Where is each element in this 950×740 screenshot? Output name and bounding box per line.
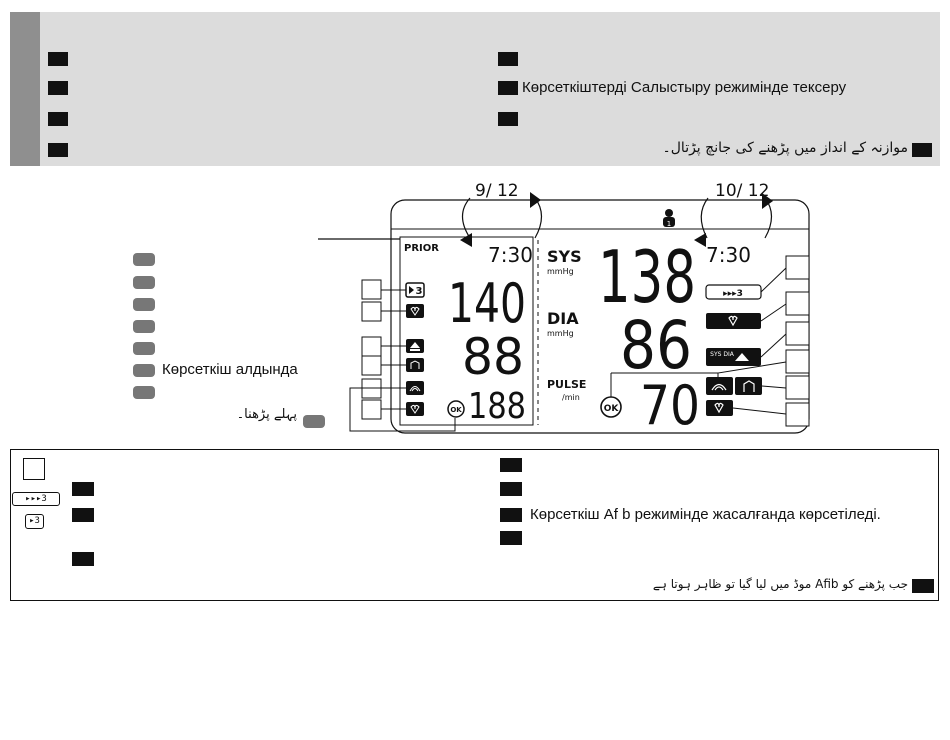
right-time: 7:30	[706, 243, 751, 267]
bottom-right-marker-2	[500, 482, 522, 496]
sys-unit: mmHg	[547, 267, 574, 276]
ok-label-right: OK	[604, 404, 620, 414]
callout-box-r5	[785, 375, 810, 400]
eject-icon-left	[406, 339, 424, 353]
left-pulse-value: 188	[468, 386, 526, 427]
callout-box-r2	[785, 291, 810, 316]
legend-pill-1	[133, 253, 155, 266]
right-pulse-value: 70	[640, 374, 700, 437]
left-date-arc-l	[461, 197, 471, 239]
callout-box-r1	[785, 255, 810, 280]
top-panel-strip	[10, 12, 40, 166]
callout-box-l1	[361, 279, 382, 300]
legend-urdu-note: پہلے پڑھنا۔	[236, 407, 297, 422]
top-right-marker-2	[498, 81, 518, 95]
bottom-left-marker-1	[72, 482, 94, 496]
top-right-marker-1	[498, 52, 518, 66]
callout-box-r3	[785, 321, 810, 346]
top-left-marker-4	[48, 143, 68, 157]
legend-pill-6	[133, 364, 155, 377]
legend-before-reading: Көрсеткіш алдында	[162, 361, 298, 378]
dia-label: DIA	[547, 309, 579, 328]
callout-box-l4	[361, 355, 382, 376]
eject-icon-right	[735, 353, 749, 361]
heart-irregular-icon-left	[406, 304, 424, 318]
svg-text:1: 1	[667, 220, 671, 228]
callout-box-l3	[361, 336, 382, 357]
right-date: 10/ 12	[715, 181, 769, 201]
sys-dia-chip-label: SYS DIA	[710, 351, 735, 358]
callout-box-l2	[361, 301, 382, 322]
bottom-right-marker-4	[500, 531, 522, 545]
legend-pill-4	[133, 320, 155, 333]
callout-box-r6	[785, 402, 810, 427]
bottom-note-box	[10, 449, 939, 601]
ok-connector-left	[349, 387, 456, 432]
bottom-left-marker-3	[72, 552, 94, 566]
prior-label: PRIOR	[404, 243, 439, 254]
top-left-marker-1	[48, 52, 68, 66]
repeat-3-chip-right-label: ▸▸▸3	[723, 289, 743, 299]
heart-icon-left	[406, 402, 424, 416]
top-panel	[10, 12, 940, 166]
bottom-right-marker-1	[500, 458, 522, 472]
bottom-repeat-small-chip: ▸3	[25, 514, 44, 529]
left-date-arrow-right	[530, 192, 541, 208]
left-date-arrow-left	[460, 233, 472, 247]
left-sys-value: 140	[448, 272, 526, 335]
heart-irregular-icon-right	[706, 313, 761, 329]
right-date-arrow-left	[694, 233, 706, 247]
right-date-arc-l	[700, 197, 709, 239]
cuff-wrap-icon-right	[706, 377, 733, 395]
user-1-icon: 1	[663, 209, 675, 228]
bottom-right-marker-3	[500, 508, 522, 522]
sys-dia-chip	[706, 348, 761, 366]
top-right-marker-3	[498, 112, 518, 126]
top-left-marker-3	[48, 112, 68, 126]
afib-mode-urdu-note: جب پڑھنے کو Afib موڈ میں لیا گیا تو ظاہر…	[652, 577, 908, 591]
ok-icon-left	[447, 400, 465, 418]
movement-icon-right	[735, 377, 762, 395]
svg-text:3: 3	[416, 286, 423, 297]
left-date-arc-r	[534, 197, 543, 239]
top-right-marker-4	[912, 143, 932, 157]
legend-pill-3	[133, 298, 155, 311]
cuff-wrap-icon-left	[406, 381, 424, 395]
pulse-label: PULSE	[547, 378, 586, 391]
callout-box-l6	[361, 399, 382, 420]
pulse-unit: /min	[562, 393, 580, 402]
left-dia-value: 88	[462, 328, 524, 386]
compare-mode-check-urdu-text: موازنہ کے انداز میں پڑھنے کی جانچ پڑتال۔	[662, 140, 908, 156]
movement-icon-left	[406, 358, 424, 372]
display-frame	[390, 199, 810, 434]
dia-unit: mmHg	[547, 329, 574, 338]
legend-pill-2	[133, 276, 155, 289]
ok-label-left: OK	[450, 406, 462, 414]
right-sys-value: 138	[598, 235, 696, 319]
sys-label: SYS	[547, 247, 582, 266]
compare-mode-check-text: Көрсеткіштерді Салыстыру режимінде тексе…	[522, 79, 847, 96]
top-left-marker-2	[48, 81, 68, 95]
bottom-right-marker-5	[912, 579, 934, 593]
callout-box-r4	[785, 349, 810, 374]
legend-pill-5	[133, 342, 155, 355]
bottom-left-marker-2	[72, 508, 94, 522]
bottom-callout-box	[23, 458, 45, 480]
right-date-arrow-right	[762, 193, 773, 209]
left-date: 9/ 12	[475, 181, 519, 201]
repeat-3-icon-left: 3	[405, 282, 425, 298]
right-dia-value: 86	[620, 307, 692, 384]
afib-mode-note: Көрсеткіш Af b режимінде жасалғанда көрс…	[530, 506, 881, 523]
legend-pill-7	[133, 386, 155, 399]
heart-icon-right	[706, 400, 733, 416]
left-time: 7:30	[488, 243, 533, 267]
bottom-repeat-3-chip: ▸▸▸3	[12, 492, 60, 506]
legend-pill-urdu	[303, 415, 325, 428]
